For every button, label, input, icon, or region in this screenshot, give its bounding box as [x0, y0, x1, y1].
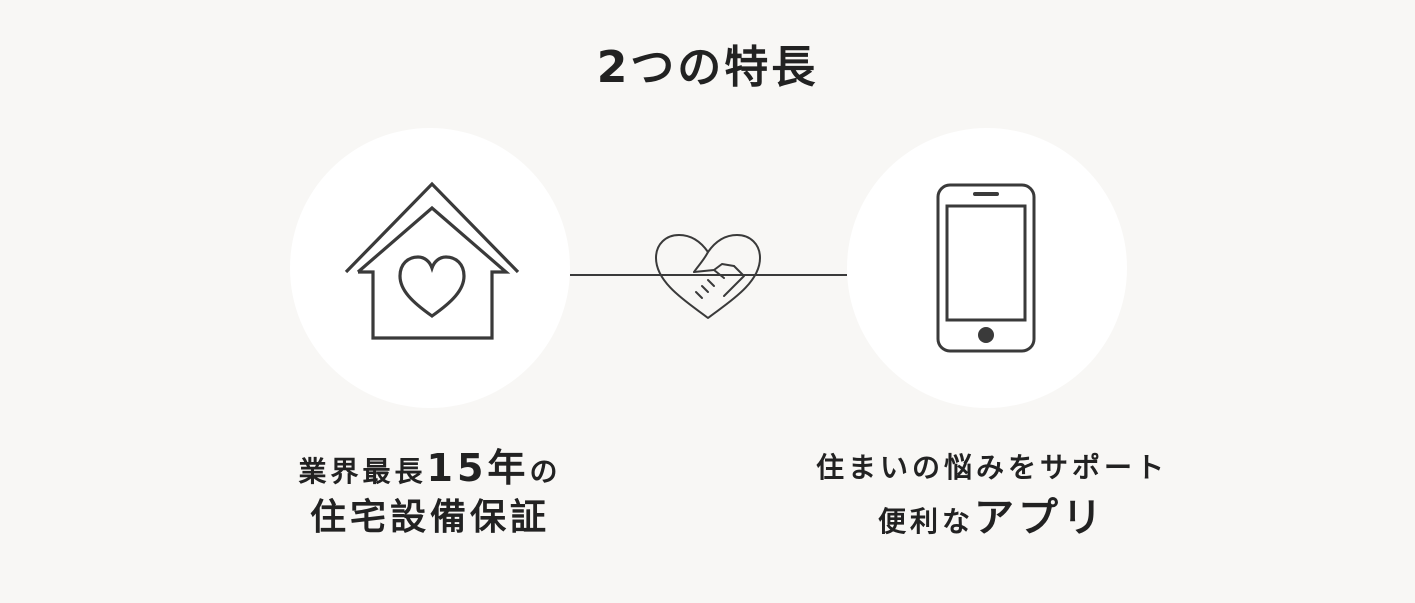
- feature-app-name: アプリ: [974, 495, 1106, 541]
- feature-text-warranty: 業界最長15年の 住宅設備保証: [200, 446, 660, 546]
- feature-text-app: 住まいの悩みをサポート 便利なアプリ: [762, 446, 1222, 550]
- feature-app-line2: 便利なアプリ: [762, 490, 1222, 550]
- feature-app-line1: 住まいの悩みをサポート: [815, 451, 1168, 484]
- feature-circle-app: [847, 128, 1127, 408]
- section-title: 2つの特長: [596, 42, 819, 93]
- smartphone-icon: [936, 183, 1036, 353]
- connector-line: [570, 274, 847, 276]
- feature-app-prefix: 便利な: [877, 505, 974, 538]
- feature-warranty-line1: 業界最長15年の: [200, 446, 660, 490]
- feature-circle-warranty: [290, 128, 570, 408]
- handshake-heart-icon: [655, 234, 761, 319]
- feature-warranty-years: 15年: [426, 446, 530, 490]
- feature-warranty-suffix: の: [529, 455, 562, 488]
- house-heart-icon: [344, 181, 520, 340]
- feature-warranty-line2: 住宅設備保証: [309, 497, 550, 538]
- feature-warranty-prefix: 業界最長: [298, 455, 427, 488]
